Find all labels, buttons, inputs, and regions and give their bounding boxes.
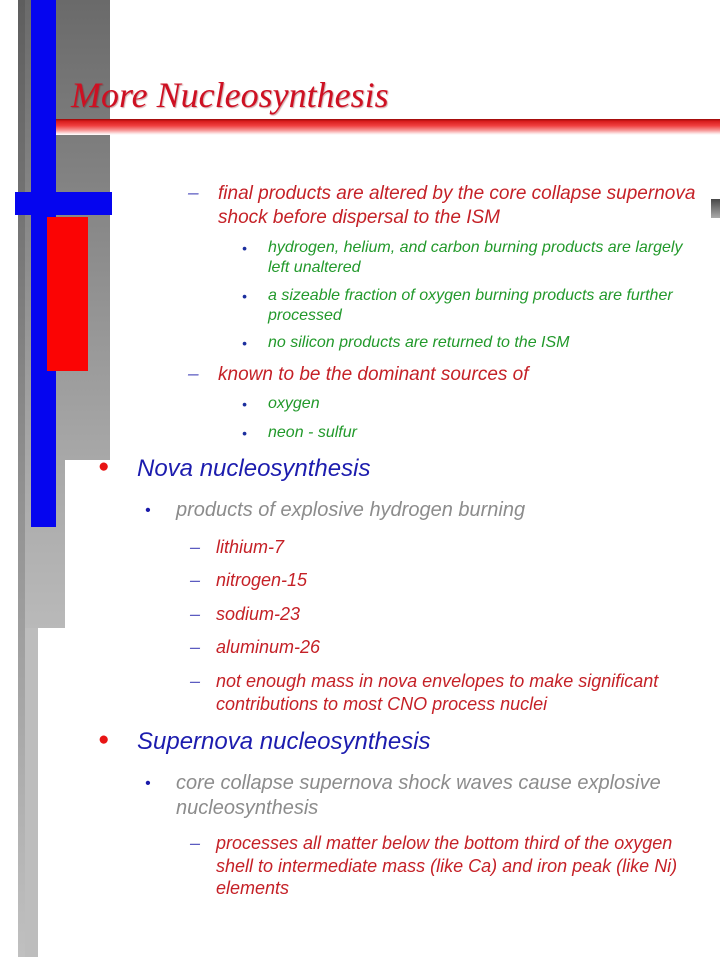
- list-item-text: hydrogen, helium, and carbon burning pro…: [268, 239, 683, 276]
- list-item-text: products of explosive hydrogen burning: [176, 499, 526, 521]
- list-item-text: lithium-7: [216, 537, 285, 557]
- list-item: • no silicon products are returned to th…: [242, 333, 688, 353]
- bullet-icon: •: [242, 288, 247, 304]
- list-item: • neon - sulfur: [242, 423, 688, 443]
- right-edge-tab: [711, 199, 720, 218]
- list-item-text: no silicon products are returned to the …: [268, 334, 570, 351]
- list-item: • products of explosive hydrogen burning: [145, 498, 682, 523]
- list-item: • hydrogen, helium, and carbon burning p…: [242, 238, 688, 277]
- list-item-text: oxygen: [268, 395, 320, 412]
- list-item: – not enough mass in nova envelopes to m…: [190, 670, 681, 715]
- list-item-text: final products are altered by the core c…: [218, 183, 696, 228]
- list-item-text: processes all matter below the bottom th…: [216, 833, 678, 898]
- dash-icon: –: [190, 604, 201, 624]
- dash-icon: –: [190, 671, 201, 691]
- list-item-text: core collapse supernova shock waves caus…: [176, 772, 661, 819]
- list-item: – known to be the dominant sources of: [188, 363, 705, 387]
- dash-icon: –: [188, 183, 199, 204]
- bullet-icon: •: [145, 775, 151, 792]
- list-item-text: aluminum-26: [216, 637, 321, 657]
- list-item: – aluminum-26: [190, 636, 681, 659]
- list-item-text: neon - sulfur: [268, 424, 357, 441]
- bullet-icon: •: [242, 335, 247, 351]
- dash-icon: –: [190, 833, 201, 853]
- page-title: More Nucleosynthesis: [71, 75, 389, 115]
- list-item: – lithium-7: [190, 536, 681, 559]
- list-item-heading: ● Supernova nucleosynthesis: [98, 728, 431, 756]
- list-item: – final products are altered by the core…: [188, 182, 705, 229]
- title-underline-bar: [40, 119, 720, 135]
- red-rectangle: [47, 217, 88, 371]
- list-item-text: known to be the dominant sources of: [218, 364, 529, 385]
- list-item-text: Supernova nucleosynthesis: [137, 728, 431, 755]
- list-item-text: sodium-23: [216, 604, 301, 624]
- dash-icon: –: [190, 570, 201, 590]
- bullet-icon: •: [145, 502, 151, 519]
- dash-icon: –: [190, 537, 201, 557]
- list-item-text: not enough mass in nova envelopes to mak…: [216, 671, 659, 714]
- bullet-icon: •: [242, 396, 247, 412]
- bullet-icon: •: [242, 425, 247, 441]
- list-item: – nitrogen-15: [190, 569, 681, 592]
- list-item: – sodium-23: [190, 603, 681, 626]
- list-item-text: nitrogen-15: [216, 570, 308, 590]
- list-item: • core collapse supernova shock waves ca…: [145, 771, 682, 820]
- list-item: • a sizeable fraction of oxygen burning …: [242, 286, 688, 325]
- left-edge-stripe: [18, 0, 25, 957]
- list-item-heading: ● Nova nucleosynthesis: [98, 455, 371, 483]
- bullet-icon: •: [242, 240, 247, 256]
- dash-icon: –: [190, 637, 201, 657]
- list-item-text: a sizeable fraction of oxygen burning pr…: [268, 287, 673, 324]
- list-item: – processes all matter below the bottom …: [190, 832, 681, 900]
- list-item: • oxygen: [242, 394, 688, 414]
- left-gray-column-bottom: [25, 628, 38, 957]
- red-bullet-icon: ●: [98, 456, 110, 477]
- list-item-text: Nova nucleosynthesis: [137, 455, 371, 482]
- blue-horizontal-bar: [15, 192, 112, 215]
- dash-icon: –: [188, 364, 199, 385]
- red-bullet-icon: ●: [98, 729, 110, 750]
